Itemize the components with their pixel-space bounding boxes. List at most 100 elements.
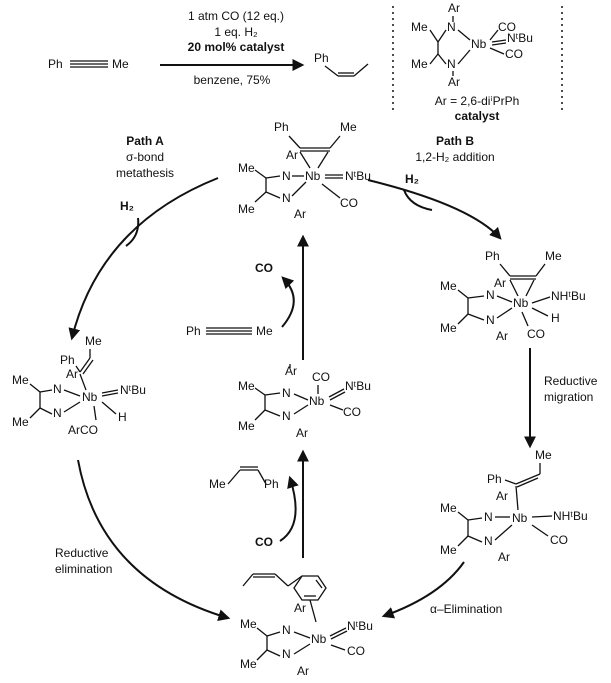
svg-text:ArCO: ArCO	[68, 423, 98, 437]
alkene-out-ph: Ph	[264, 477, 279, 491]
reductive-elimination-line1: Reductive	[55, 546, 109, 560]
svg-text:N: N	[53, 382, 62, 396]
svg-text:N: N	[282, 647, 291, 661]
svg-text:Me: Me	[411, 57, 428, 71]
svg-text:N: N	[447, 57, 456, 71]
co-in-bottom-label: CO	[255, 535, 273, 549]
svg-text:N: N	[282, 623, 291, 637]
svg-text:Me: Me	[240, 657, 257, 671]
svg-text:Me: Me	[440, 543, 457, 557]
reductive-migration-line1: Reductive	[544, 374, 598, 388]
complex-bottom: Ar Me N Nb NᵗBu Me N Ar CO	[240, 573, 373, 678]
svg-text:Me: Me	[411, 20, 428, 34]
svg-text:CO: CO	[343, 405, 361, 419]
path-b-line1: 1,2-H₂ addition	[415, 150, 494, 164]
h2-left-curve	[125, 217, 140, 247]
complex-center: Ar Me N CO Nb NᵗBu Me N Ar CO	[238, 364, 371, 440]
svg-text:Ph: Ph	[274, 120, 289, 134]
svg-text:Me: Me	[340, 120, 357, 134]
arrow-reductive-elimination	[77, 459, 231, 622]
path-a-line2: metathesis	[116, 166, 174, 180]
path-b-title: Path B	[436, 134, 474, 148]
svg-text:CO: CO	[340, 196, 358, 210]
alkene-out-me: Me	[209, 477, 226, 491]
svg-text:Me: Me	[238, 161, 255, 175]
svg-text:Nb: Nb	[309, 394, 325, 408]
top-reaction: Ph Me 1 atm CO (12 eq.) 1 eq. H₂ 20 mol%…	[48, 9, 369, 87]
reactant-ph: Ph	[48, 57, 63, 71]
reactant-me: Me	[112, 57, 129, 71]
svg-text:NᵗBu: NᵗBu	[345, 379, 371, 393]
reductive-migration-line2: migration	[544, 390, 593, 404]
svg-text:Ar: Ar	[294, 207, 306, 221]
svg-text:N: N	[484, 510, 493, 524]
complex-top: Ph Me Ar Me N Nb NᵗBu Me N Ar CO	[238, 120, 371, 221]
h2-left-label: H₂	[120, 199, 134, 213]
svg-text:H: H	[551, 311, 560, 325]
svg-text:Nb: Nb	[513, 296, 529, 310]
svg-text:Ar: Ar	[285, 364, 297, 378]
svg-text:Nb: Nb	[305, 169, 321, 183]
svg-text:Nb: Nb	[512, 511, 528, 525]
svg-text:Ph: Ph	[60, 353, 75, 367]
path-a-title: Path A	[126, 134, 164, 148]
svg-text:NᵗBu: NᵗBu	[347, 619, 373, 633]
complex-left: Me Ph Ar Me N Nb NᵗBu H Me N ArCO	[12, 334, 146, 437]
svg-text:CO: CO	[527, 327, 545, 341]
svg-text:N: N	[484, 534, 493, 548]
svg-text:Ph: Ph	[487, 472, 502, 486]
svg-text:CO: CO	[312, 370, 330, 384]
complex-right-1: Ph Me Ar Me N Nb NHᵗBu H Me N Ar CO	[440, 249, 586, 343]
svg-text:N: N	[486, 288, 495, 302]
svg-text:Me: Me	[12, 373, 29, 387]
svg-text:NHᵗBu: NHᵗBu	[551, 289, 586, 303]
svg-text:Ar: Ar	[496, 329, 508, 343]
svg-text:Ar: Ar	[294, 601, 306, 615]
curve-alkyne-co	[281, 276, 295, 328]
svg-text:Me: Me	[238, 419, 255, 433]
svg-text:Ar: Ar	[498, 550, 510, 564]
svg-text:N: N	[447, 20, 456, 34]
svg-text:H: H	[118, 410, 127, 424]
svg-text:Me: Me	[440, 279, 457, 293]
svg-text:CO: CO	[505, 47, 523, 61]
svg-text:Me: Me	[12, 415, 29, 429]
condition-co: 1 atm CO (12 eq.)	[188, 9, 284, 23]
svg-text:N: N	[486, 313, 495, 327]
svg-text:N: N	[53, 406, 62, 420]
svg-text:NᵗBu: NᵗBu	[507, 31, 533, 45]
svg-text:NᵗBu: NᵗBu	[120, 383, 146, 397]
svg-text:Me: Me	[85, 334, 102, 348]
svg-text:Me: Me	[238, 379, 255, 393]
arrow-path-a	[68, 177, 219, 341]
h2-right-curve	[403, 189, 433, 211]
condition-h2: 1 eq. H₂	[214, 25, 258, 39]
svg-text:Me: Me	[238, 202, 255, 216]
svg-text:CO: CO	[347, 644, 365, 658]
alkyne-in-me: Me	[256, 324, 273, 338]
path-a-line1: σ-bond	[126, 150, 164, 164]
svg-text:N: N	[282, 191, 291, 205]
svg-text:Ar: Ar	[496, 489, 508, 503]
svg-text:N: N	[282, 409, 291, 423]
svg-text:CO: CO	[498, 20, 516, 34]
reductive-elimination-line2: elimination	[55, 562, 112, 576]
alkyne-in-ph: Ph	[186, 324, 201, 338]
curve-co-alkene	[279, 475, 299, 542]
svg-text:Nb: Nb	[82, 390, 98, 404]
arrow-path-b	[367, 179, 502, 240]
co-in-top-label: CO	[255, 261, 273, 275]
complex-right-2: Me Ph Ar Me N Nb NHᵗBu Me N Ar CO	[440, 448, 588, 564]
svg-text:Ar: Ar	[296, 426, 308, 440]
svg-text:Ar: Ar	[448, 1, 460, 15]
svg-text:Nb: Nb	[471, 37, 487, 51]
arrow-alpha-elimination	[381, 561, 465, 619]
h2-right-label: H₂	[405, 172, 419, 186]
svg-text:N: N	[282, 386, 291, 400]
ar-definition: Ar = 2,6-diⁱPrPh	[435, 94, 520, 108]
svg-text:Me: Me	[240, 617, 257, 631]
catalyst-structure: Ar Me N Nb CO NᵗBu CO Me N Ar Ar = 2,6-d…	[411, 1, 533, 123]
svg-text:Me: Me	[545, 249, 562, 263]
svg-text:N: N	[282, 169, 291, 183]
